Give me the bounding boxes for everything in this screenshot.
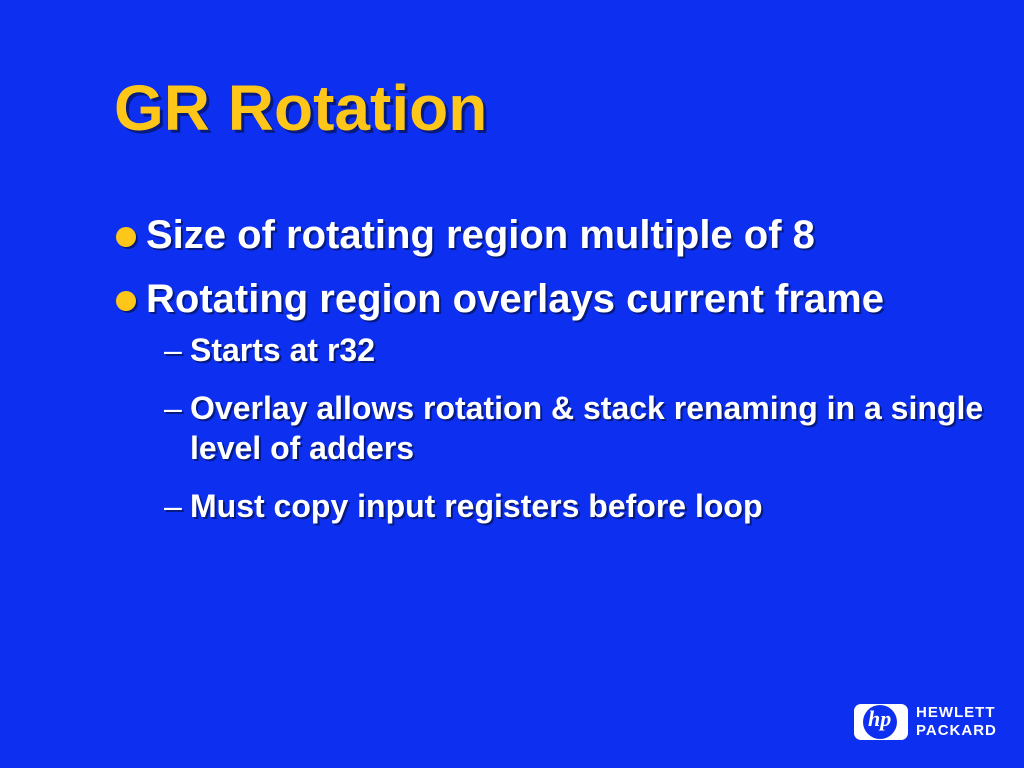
- hp-logo-icon: hp: [854, 704, 908, 740]
- hp-logo-circle: [863, 705, 897, 739]
- dash-icon: –: [164, 332, 182, 368]
- sub-bullet-text: Must copy input registers before loop: [190, 488, 763, 524]
- bullet-dot-icon: [116, 291, 136, 311]
- dash-icon: –: [164, 488, 182, 524]
- hewlett-packard-logo: hp HEWLETT PACKARD: [854, 704, 1014, 740]
- slide-title: GR Rotation: [114, 72, 488, 144]
- bullet-list: Size of rotating region multiple of 8 Ro…: [114, 210, 1004, 544]
- hp-logo-mark: hp: [868, 706, 892, 731]
- sub-bullet-item: – Overlay allows rotation & stack renami…: [164, 388, 1004, 468]
- sub-bullet-text: Starts at r32: [190, 332, 375, 368]
- logo-word-hewlett: HEWLETT: [916, 704, 996, 721]
- bullet-item: Rotating region overlays current frame: [114, 274, 1004, 324]
- sub-bullet-item: – Must copy input registers before loop: [164, 486, 1004, 526]
- bullet-text: Rotating region overlays current frame: [146, 277, 884, 321]
- dash-icon: –: [164, 390, 182, 426]
- bullet-text: Size of rotating region multiple of 8: [146, 213, 815, 257]
- sub-bullet-item: – Starts at r32: [164, 330, 1004, 370]
- bullet-item: Size of rotating region multiple of 8: [114, 210, 1004, 260]
- sub-bullet-text: Overlay allows rotation & stack renaming…: [190, 390, 984, 466]
- logo-word-packard: PACKARD: [916, 722, 997, 739]
- bullet-dot-icon: [116, 227, 136, 247]
